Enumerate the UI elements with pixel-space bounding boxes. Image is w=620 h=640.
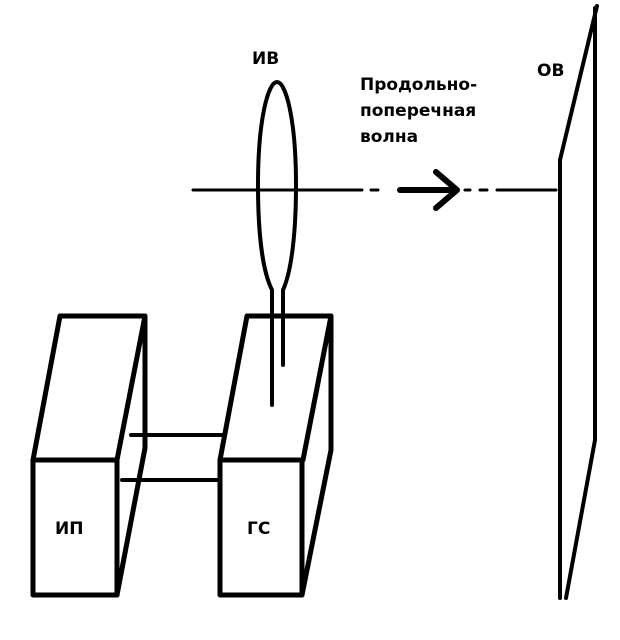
emitter-antenna (256, 80, 298, 407)
power-source-label: ИП (55, 519, 84, 539)
generator-box (217, 313, 334, 598)
connecting-wires (120, 433, 224, 482)
object-plane (558, 4, 599, 600)
wave-label-line3: волна (360, 127, 419, 147)
wave-label-line2: поперечная (360, 101, 477, 121)
power-source-box (30, 313, 148, 598)
wave-label-line1: Продольно- (360, 75, 478, 95)
object-label: ОВ (537, 61, 565, 81)
wave-label: Продольно- поперечная волна (360, 72, 477, 150)
generator-label: ГС (247, 519, 271, 539)
emitter-label: ИВ (252, 49, 280, 69)
wave-direction-arrow (397, 169, 460, 211)
